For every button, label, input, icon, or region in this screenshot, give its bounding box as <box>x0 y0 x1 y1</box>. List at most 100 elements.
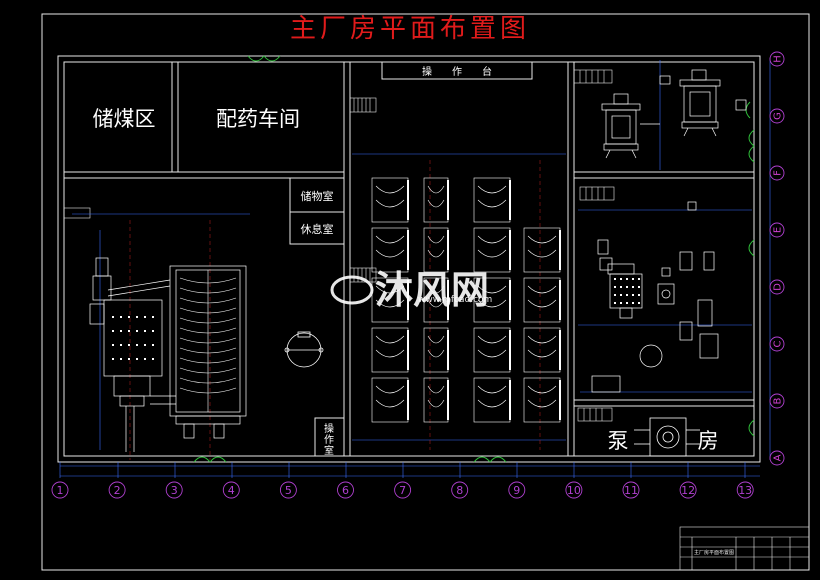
axis-column-bubble <box>279 481 297 499</box>
electrolytic-cell-coil <box>477 235 507 258</box>
electrolytic-cell-coil <box>477 385 507 408</box>
electrolytic-cell-coil <box>477 285 507 308</box>
axis-column-bubble <box>451 481 469 499</box>
axis-column-label: 10 <box>567 484 581 497</box>
axis-column-bubble <box>108 481 126 499</box>
operation-room-label-2: 作 <box>324 434 334 446</box>
electrolytic-cell-coil <box>527 335 557 358</box>
electrolytic-cell-arrays <box>371 177 561 423</box>
axis-row-label: F <box>773 170 784 176</box>
electrolytic-cell-coil <box>427 235 445 258</box>
coal-storage-label: 储煤区 <box>93 107 156 131</box>
electrolytic-cell <box>423 377 449 423</box>
electrolytic-cell <box>523 227 561 273</box>
center-lines <box>129 160 541 460</box>
pump-house-label-right: 房 <box>698 429 719 453</box>
electrolytic-cell <box>371 177 409 223</box>
right-middle-grid <box>614 278 640 304</box>
operation-room-label-1: 操 <box>324 422 334 435</box>
title-block <box>679 526 810 571</box>
doors <box>193 55 755 463</box>
axis-row-bubble <box>769 450 785 466</box>
electrolytic-cell <box>423 227 449 273</box>
electrolytic-cell <box>473 377 511 423</box>
svg-text:www.mfcad.com: www.mfcad.com <box>418 295 492 305</box>
axis-column-bubble <box>679 481 697 499</box>
electrolytic-cell <box>371 227 409 273</box>
electrolytic-cell-coil <box>375 185 405 208</box>
axis-column-bubble <box>508 481 526 499</box>
drawing-frame <box>41 13 810 571</box>
axis-row-label: D <box>773 283 784 291</box>
electrolytic-cell-coil <box>427 385 445 408</box>
axis-column-label: 7 <box>399 484 406 497</box>
electrolytic-cell-coil <box>375 235 405 258</box>
axis-column-label: 8 <box>456 484 463 497</box>
axis-column-label: 5 <box>285 484 292 497</box>
pump-house-label-left: 泵 <box>608 429 629 453</box>
axis-column-bubble <box>736 481 754 499</box>
electrolytic-cell <box>473 177 511 223</box>
watermark-logo: 沐风网 www.mfcad.com <box>330 268 492 312</box>
axis-column-label: 9 <box>513 484 520 497</box>
electrolytic-cell <box>473 327 511 373</box>
electrolytic-cell <box>371 377 409 423</box>
axis-row-label: A <box>773 454 784 461</box>
axis-column-label: 1 <box>57 484 64 497</box>
dimension-lines <box>60 58 771 477</box>
electrolytic-cell-coil <box>375 285 405 308</box>
electrolytic-cell-coil <box>527 235 557 258</box>
building-walls <box>57 55 761 463</box>
axis-row-bubble <box>769 279 785 295</box>
axis-row-label: H <box>773 55 784 63</box>
axis-row-bubble <box>769 393 785 409</box>
axis-row-label: G <box>773 112 784 120</box>
axis-column-label: 12 <box>681 484 695 497</box>
electrolytic-cell-coil <box>427 335 445 358</box>
filter-press-plates <box>179 270 237 412</box>
axis-row-bubble <box>769 336 785 352</box>
axis-column-bubble <box>565 481 583 499</box>
electrolytic-cell-coil <box>427 285 445 308</box>
electrolytic-cell-coil <box>527 385 557 408</box>
axis-row-bubble <box>769 108 785 124</box>
axis-column-bubble <box>51 481 69 499</box>
drawing-title: 主厂房平面布置图 <box>290 14 530 44</box>
axis-column-bubble <box>165 481 183 499</box>
axis-row-bubble <box>769 222 785 238</box>
electrolytic-cell-coil <box>427 185 445 208</box>
operation-room-label-3: 室 <box>324 444 334 457</box>
dosing-workshop-label: 配药车间 <box>216 107 300 131</box>
axis-column-label: 2 <box>114 484 121 497</box>
electrolytic-cell <box>523 277 561 323</box>
axis-column-bubble <box>394 481 412 499</box>
windows <box>63 69 615 422</box>
right-middle-equipment <box>591 201 719 393</box>
electrolytic-cell <box>473 227 511 273</box>
rest-room-label: 休息室 <box>301 222 334 236</box>
axis-row-bubble <box>769 165 785 181</box>
axis-column-label: 3 <box>171 484 178 497</box>
axis-column-bubble <box>222 481 240 499</box>
pump-symbol <box>634 417 700 457</box>
axis-column-bubble <box>337 481 354 499</box>
electrolytic-cell-coil <box>527 285 557 308</box>
axis-column-label: 6 <box>342 484 349 497</box>
title-block-drawing-name: 主厂房平面布置图 <box>694 549 734 556</box>
round-tank <box>284 331 324 368</box>
axis-column-label: 4 <box>228 484 235 497</box>
coal-boiler-unit <box>89 257 176 452</box>
storage-room-label: 储物室 <box>301 189 334 203</box>
electrolytic-cell <box>523 327 561 373</box>
coal-boiler-grid <box>112 316 154 360</box>
electrolytic-cell <box>423 177 449 223</box>
electrolytic-cell <box>371 327 409 373</box>
electrolytic-cell <box>523 377 561 423</box>
axis-row-bubble <box>769 51 785 67</box>
electrolytic-cell-coil <box>375 335 405 358</box>
axis-column-label: 11 <box>624 484 638 497</box>
axis-row-label: B <box>773 397 784 404</box>
